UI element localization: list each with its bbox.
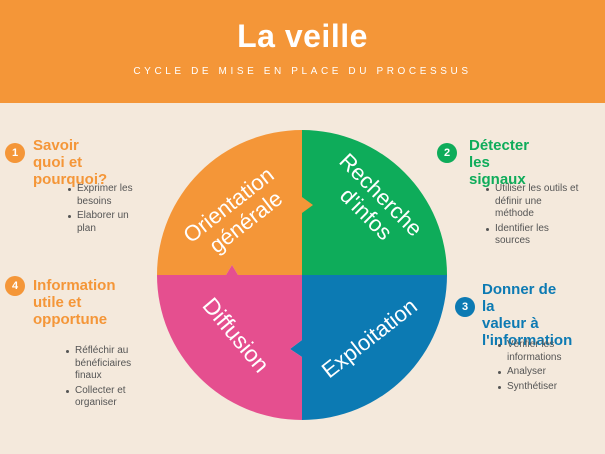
- step-3-number-badge: 3: [455, 297, 475, 317]
- step-2-number-badge: 2: [437, 143, 457, 163]
- step-4-title: Information utile et opportune: [33, 277, 116, 328]
- step-2-title: Détecter les signaux: [469, 137, 530, 188]
- list-item: Analyser: [498, 366, 605, 379]
- wheel-segment-exploitation: [290, 275, 447, 420]
- wheel-segment-diffusion: [157, 265, 302, 420]
- wheel-notch-orange: [302, 197, 313, 213]
- wheel-segment-recherche: [302, 130, 447, 289]
- page-subtitle: CYCLE DE MISE EN PLACE DU PROCESSUS: [133, 66, 472, 77]
- page-title: La veille: [237, 18, 368, 54]
- step-1-number-badge: 1: [5, 143, 25, 163]
- list-item: Synthétiser: [498, 381, 605, 394]
- wheel-segment-orientation: [157, 130, 302, 275]
- step-4-number-badge: 4: [5, 276, 25, 296]
- header-banner: La veille CYCLE DE MISE EN PLACE DU PROC…: [0, 0, 605, 103]
- step-3-title: Donner de la valeur à l'information: [482, 281, 573, 349]
- step-1-title: Savoir quoi et pourquoi?: [33, 137, 108, 188]
